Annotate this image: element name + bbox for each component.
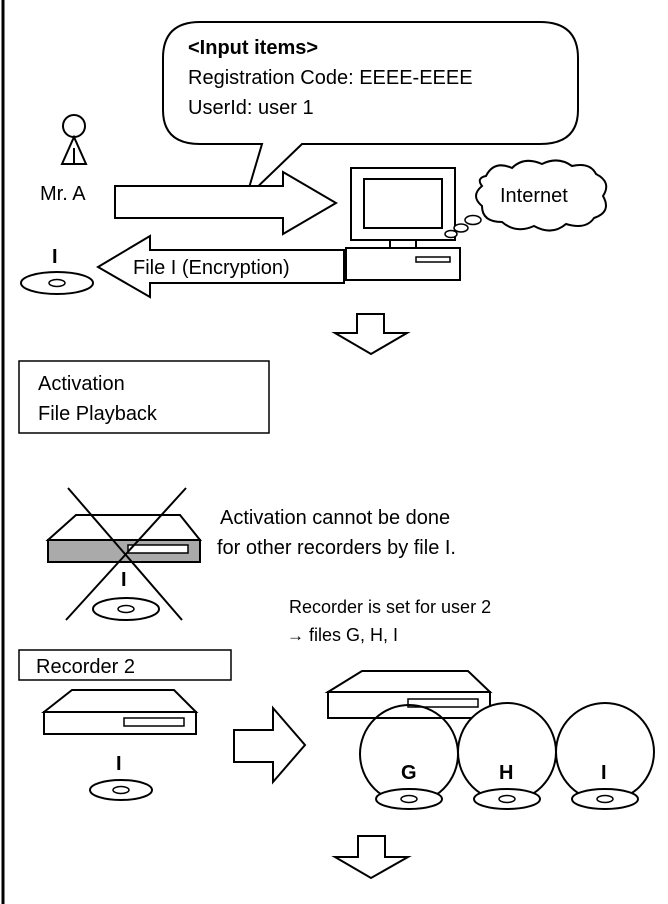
speech-bubble-line1: Registration Code: EEEE-EEEE (188, 67, 473, 89)
recorder2-icon (41, 689, 199, 735)
recorder2-disc-icon (89, 779, 153, 801)
file-circle-h-label: H (499, 762, 513, 784)
internet-label: Internet (500, 185, 568, 207)
right-arrow-2 (233, 705, 307, 785)
crossed-disc-icon (92, 597, 160, 621)
crossed-recorder-icon (45, 514, 203, 563)
person-label: Mr. A (40, 183, 86, 205)
big-left-arrow (96, 234, 345, 299)
file-circle-g-label: G (401, 762, 417, 784)
down-arrow-1 (331, 313, 411, 356)
crossed-note-line2: for other recorders by file I. (217, 537, 456, 559)
file-circle-h: H (457, 702, 557, 810)
person-icon (60, 114, 88, 165)
top-disc-icon (20, 271, 94, 295)
file-circle-i-label: I (601, 762, 607, 784)
activation-line2: File Playback (38, 403, 158, 425)
file-circle-i: I (555, 702, 655, 810)
crossed-disc-label: I (121, 569, 127, 591)
recorder-set-note-line1: Recorder is set for user 2 (289, 597, 491, 617)
computer-icon (345, 167, 461, 281)
recorder2-label: Recorder 2 (36, 656, 135, 678)
return-arrow-label: File I (Encryption) (133, 257, 290, 279)
recorder-set-note-line2: files G, H, I (309, 625, 398, 645)
down-arrow-2 (331, 835, 412, 880)
internet-cloud: Internet (475, 159, 608, 232)
big-right-arrow (114, 170, 338, 236)
speech-bubble-heading: <Input items> (188, 37, 318, 59)
file-circle-g: G (359, 704, 459, 810)
recorder-set-note-arrow: → (287, 626, 304, 645)
activation-line1: Activation (38, 373, 125, 395)
thought-bubbles (444, 214, 482, 239)
result-recorder-icon (324, 670, 493, 719)
activation-box (18, 360, 270, 434)
speech-bubble: <Input items> Registration Code: EEEE-EE… (162, 21, 579, 202)
cross-mark (65, 487, 187, 621)
speech-bubble-line2: UserId: user 1 (188, 97, 314, 119)
recorder2-label-box (18, 649, 232, 681)
crossed-note-line1: Activation cannot be done (220, 507, 450, 529)
top-disc-label: I (52, 246, 58, 268)
recorder2-disc-label: I (116, 753, 122, 775)
